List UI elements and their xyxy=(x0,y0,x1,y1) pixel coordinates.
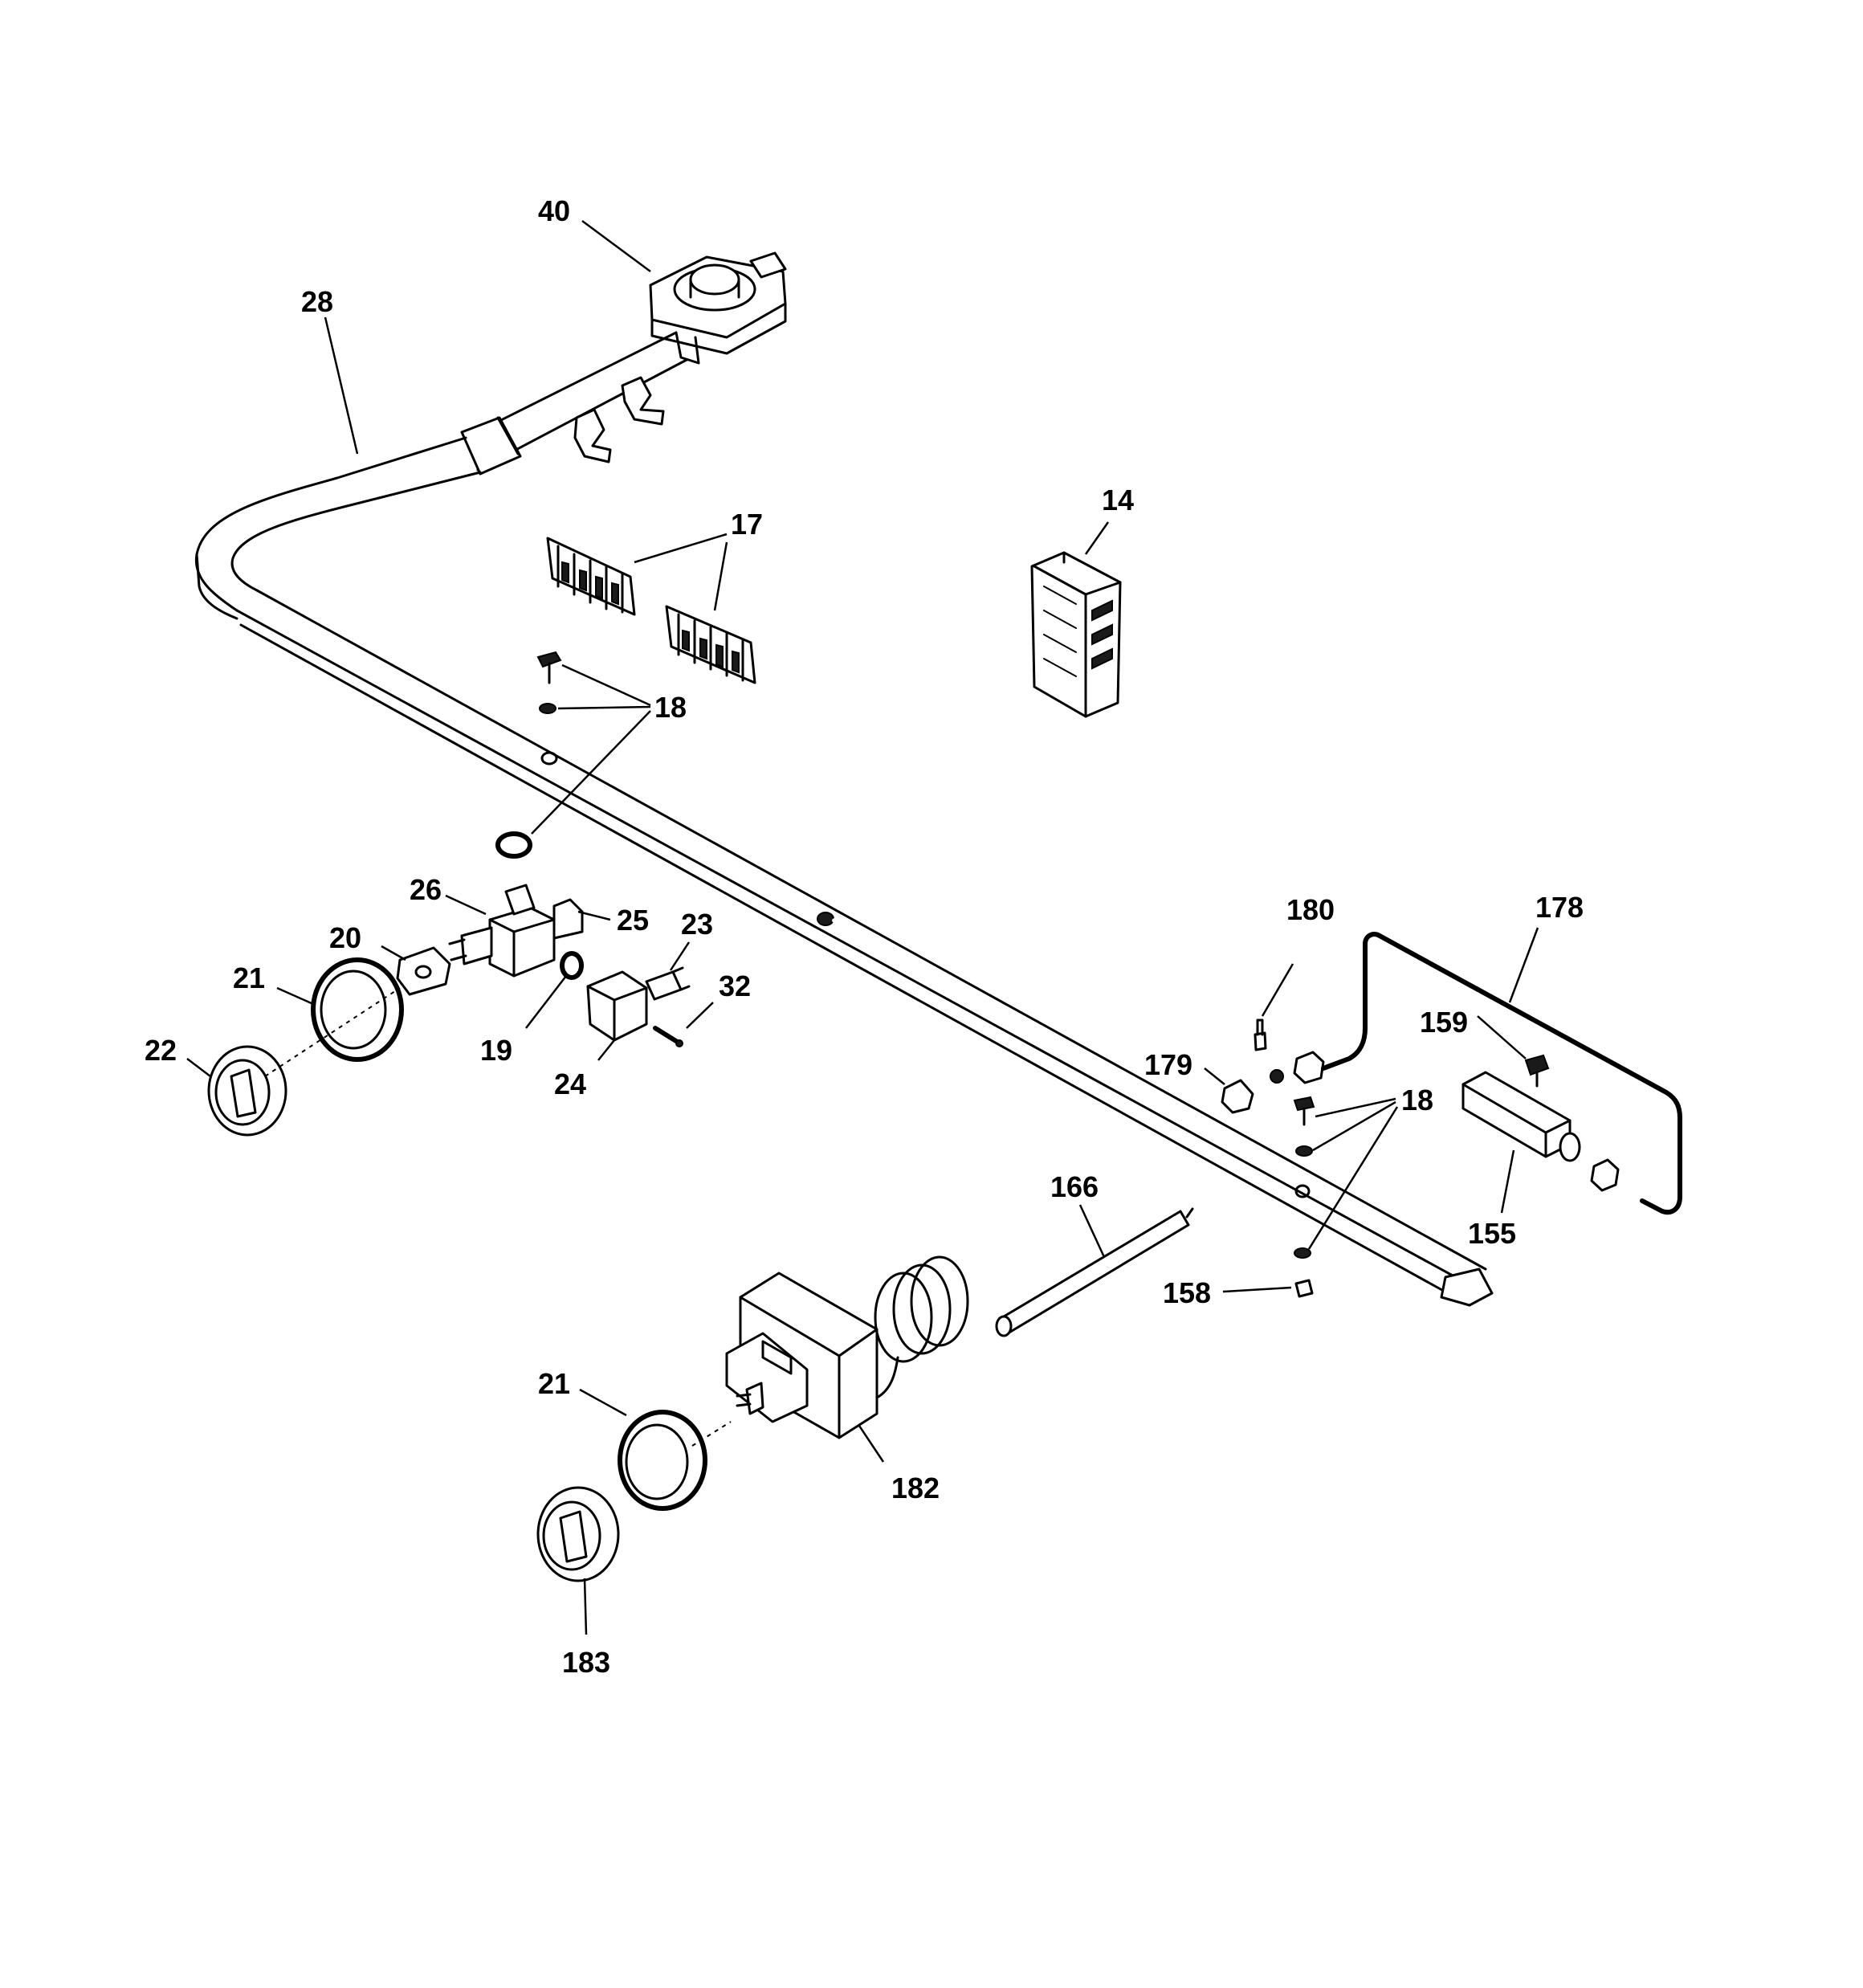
callout-178: 178 xyxy=(1535,891,1584,924)
callout-32: 32 xyxy=(719,970,751,1002)
callout-19: 19 xyxy=(480,1034,512,1067)
terminal-blocks xyxy=(546,537,756,684)
burner-valve-assembly xyxy=(207,884,691,1137)
callout-24: 24 xyxy=(554,1067,586,1100)
leader-lines xyxy=(186,219,1539,1635)
spark-module xyxy=(1030,551,1122,718)
callout-159: 159 xyxy=(1420,1006,1468,1039)
thermostat-assembly xyxy=(536,1207,1194,1582)
callout-182: 182 xyxy=(891,1472,940,1504)
thermostat-tube-assembly xyxy=(1221,932,1682,1214)
callout-22: 22 xyxy=(145,1034,177,1067)
callout-183: 183 xyxy=(562,1646,610,1679)
callout-28: 28 xyxy=(301,285,333,318)
callout-40: 40 xyxy=(538,194,570,227)
callout-labels: 40 28 14 17 18 26 25 20 23 21 32 22 19 2… xyxy=(145,194,1584,1679)
callout-18-upper: 18 xyxy=(654,691,687,724)
callout-180: 180 xyxy=(1286,893,1335,926)
callout-14: 14 xyxy=(1102,484,1134,516)
callout-158: 158 xyxy=(1163,1276,1211,1309)
callout-18-lower: 18 xyxy=(1401,1084,1433,1116)
callout-26: 26 xyxy=(410,873,442,906)
callout-166: 166 xyxy=(1050,1170,1099,1203)
callout-21-lower: 21 xyxy=(538,1367,570,1400)
manifold-pipe xyxy=(194,331,1494,1307)
callout-179: 179 xyxy=(1144,1048,1192,1081)
fasteners xyxy=(495,651,1550,1298)
callout-21-upper: 21 xyxy=(233,961,265,994)
pressure-regulator xyxy=(573,251,787,463)
callout-25: 25 xyxy=(617,904,649,937)
callout-17: 17 xyxy=(731,508,763,541)
callout-155: 155 xyxy=(1468,1217,1516,1250)
callout-20: 20 xyxy=(329,921,361,954)
callout-23: 23 xyxy=(681,908,713,941)
